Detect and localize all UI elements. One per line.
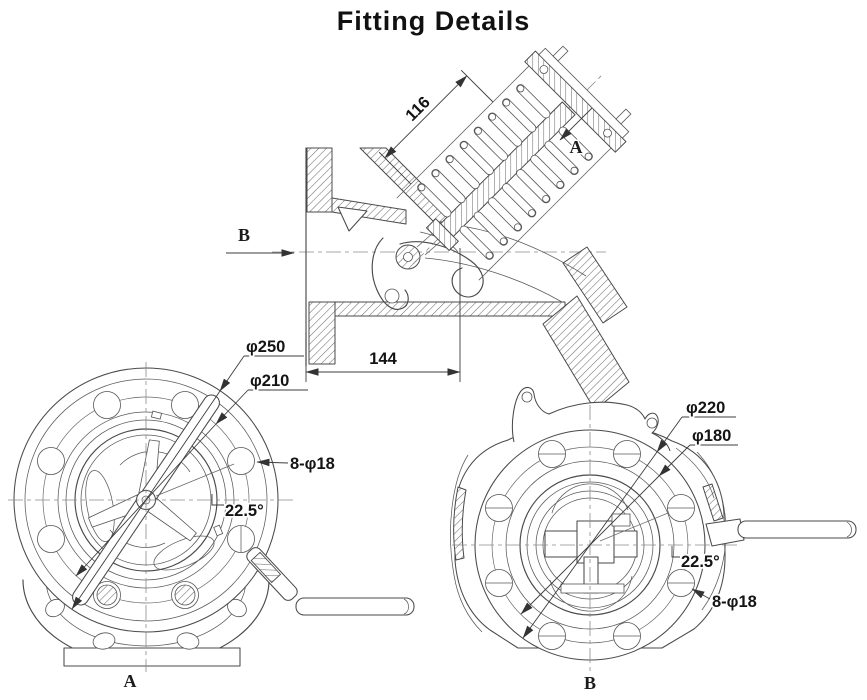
throat-curve xyxy=(424,257,563,303)
rib-cutout xyxy=(337,206,368,232)
dim-144-label: 144 xyxy=(369,350,397,368)
section-arrow-b: B xyxy=(226,224,295,257)
view-a-rear-flange xyxy=(22,579,270,667)
section-arrow-a-label: A xyxy=(570,137,583,157)
view-a-outer-dia-label: φ250 xyxy=(246,338,285,356)
view-b-label: B xyxy=(584,673,596,693)
section-arrow-a: A xyxy=(559,107,593,159)
dim-116-label: 116 xyxy=(402,93,434,125)
section-walls xyxy=(306,147,630,411)
view-a-angle-label: 22.5° xyxy=(225,502,264,520)
view-a-bolt-holes xyxy=(37,391,255,609)
view-b-holes-label: 8-φ18 xyxy=(712,593,757,611)
view-a: φ250 φ210 8-φ18 22.5° A xyxy=(8,336,415,693)
spring-shaft xyxy=(440,101,576,237)
view-a-bolt-circle-label: φ210 xyxy=(250,372,289,390)
dim-144: 144 xyxy=(305,248,461,382)
page-title: Fitting Details xyxy=(336,6,531,36)
view-b: φ220 φ180 22.5° 8-φ18 B xyxy=(450,386,857,695)
view-b-bolt-circle-label: φ180 xyxy=(692,427,731,445)
section-arrow-b-label: B xyxy=(238,225,250,245)
view-b-dimensions: φ220 φ180 22.5° 8-φ18 xyxy=(520,397,759,639)
view-a-handle xyxy=(246,547,415,616)
view-b-handle xyxy=(705,518,857,547)
branch-assembly: 116 xyxy=(378,45,632,281)
view-a-dimensions: φ250 φ210 8-φ18 22.5° xyxy=(71,336,337,610)
view-a-holes-label: 8-φ18 xyxy=(290,455,335,473)
section-view: 116 144 B A xyxy=(226,45,632,411)
view-b-angle-label: 22.5° xyxy=(681,553,720,571)
view-a-label: A xyxy=(124,671,137,691)
view-b-outer-dia-label: φ220 xyxy=(686,399,725,417)
view-b-top-bracket xyxy=(511,386,671,452)
